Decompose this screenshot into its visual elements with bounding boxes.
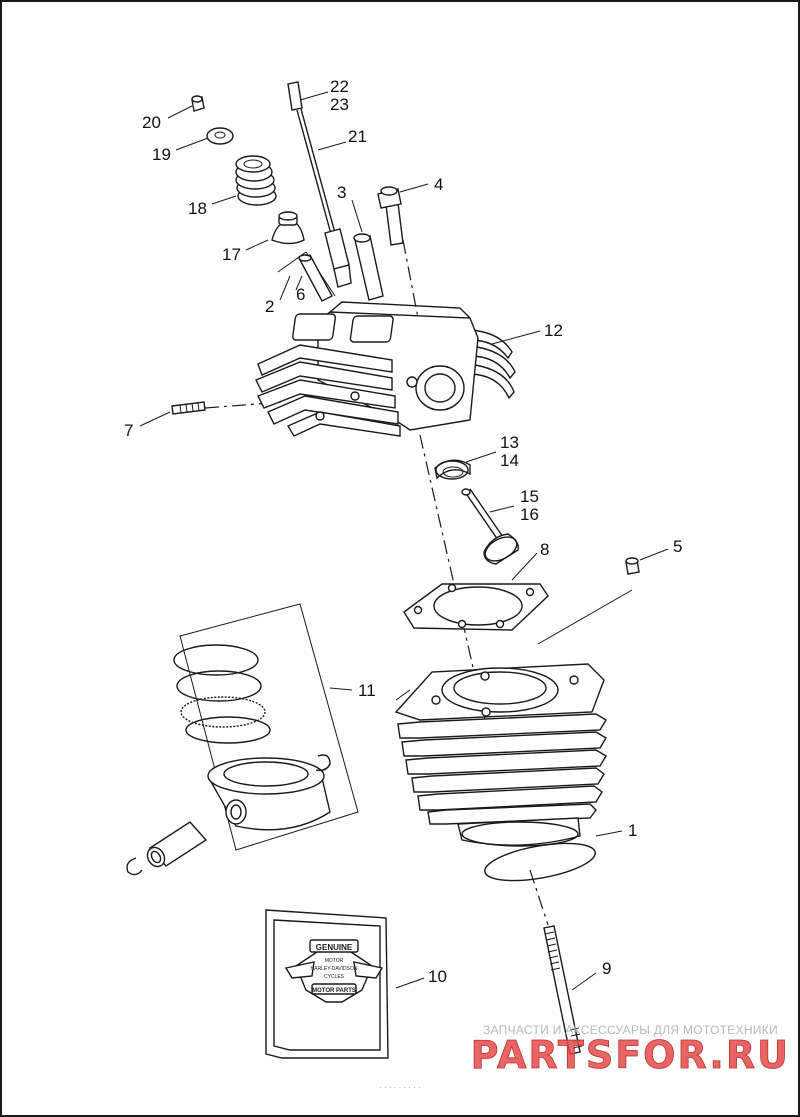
- valve-cap-part: [191, 95, 205, 112]
- callout-10: 10: [428, 967, 447, 986]
- callout-12: 12: [544, 321, 563, 340]
- valve-seat-part: [434, 459, 471, 480]
- callout-20: 20: [142, 113, 161, 132]
- watermark-subtitle: ЗАПЧАСТИ И АКСЕССУАРЫ ДЛЯ МОТОТЕХНИКИ: [483, 1023, 778, 1037]
- callout-21: 21: [348, 127, 367, 146]
- piston-part: [207, 757, 331, 831]
- callout-6: 6: [296, 285, 305, 304]
- assembly-line-valve: [402, 239, 419, 319]
- valve-seal-part: [271, 211, 305, 245]
- spring-retainer-part: [206, 127, 234, 145]
- callout-9: 9: [602, 959, 611, 978]
- gasket-kit-part: GENUINE MOTOR HARLEY-DAVIDSON CYCLES MOT…: [265, 909, 389, 1059]
- callout-1: 1: [628, 821, 637, 840]
- pushrod-part: [287, 81, 352, 288]
- logo-line-cycles: CYCLES: [324, 974, 345, 980]
- dowel-pin-part: [171, 401, 206, 415]
- valve-guide-part: [277, 251, 336, 302]
- callout-17: 17: [222, 245, 241, 264]
- callout-22: 22: [330, 77, 349, 96]
- callout-18: 18: [188, 199, 207, 218]
- callout-14: 14: [500, 451, 519, 470]
- head-bolt-part: [377, 186, 404, 246]
- callout-7: 7: [124, 421, 133, 440]
- cylinder-head-part: [255, 301, 516, 437]
- valve-part: [461, 488, 519, 565]
- footer-text: · · · · · · · · ·: [379, 1083, 421, 1092]
- valve-spring-part: [235, 155, 277, 206]
- logo-line-motor: MOTOR: [325, 958, 344, 964]
- callout-13: 13: [500, 433, 519, 452]
- cylinder-stud-part: [543, 925, 583, 1055]
- cylinder-dowel-part: [625, 557, 640, 575]
- callout-15: 15: [520, 487, 539, 506]
- leader-lines: [139, 91, 669, 991]
- callout-3: 3: [337, 183, 346, 202]
- callout-2: 2: [265, 297, 274, 316]
- tappet-part: [353, 233, 384, 301]
- callout-8: 8: [540, 540, 549, 559]
- callout-11: 11: [358, 681, 376, 700]
- logo-line-brand: HARLEY-DAVIDSON: [311, 966, 358, 972]
- head-gasket-part: [403, 583, 549, 631]
- o-ring-part: [484, 842, 596, 882]
- callout-16: 16: [520, 505, 539, 524]
- cylinder-part: [394, 663, 607, 847]
- circlip-part: [126, 754, 331, 876]
- logo-line-motor-parts: MOTOR PARTS: [312, 988, 356, 994]
- callout-23: 23: [330, 95, 349, 114]
- piston-pin-part: [146, 821, 208, 868]
- callout-4: 4: [434, 175, 443, 194]
- watermark-brand: PARTSFOR.RU: [471, 1033, 790, 1077]
- callout-5: 5: [673, 537, 682, 556]
- piston-rings-part: [173, 644, 271, 744]
- logo-line-genuine: GENUINE: [316, 943, 353, 952]
- callout-19: 19: [152, 145, 171, 164]
- callout-labels: 1 2 3 4 5 6 7 8 9 10 11 12 13 14 15 16 1…: [124, 77, 682, 986]
